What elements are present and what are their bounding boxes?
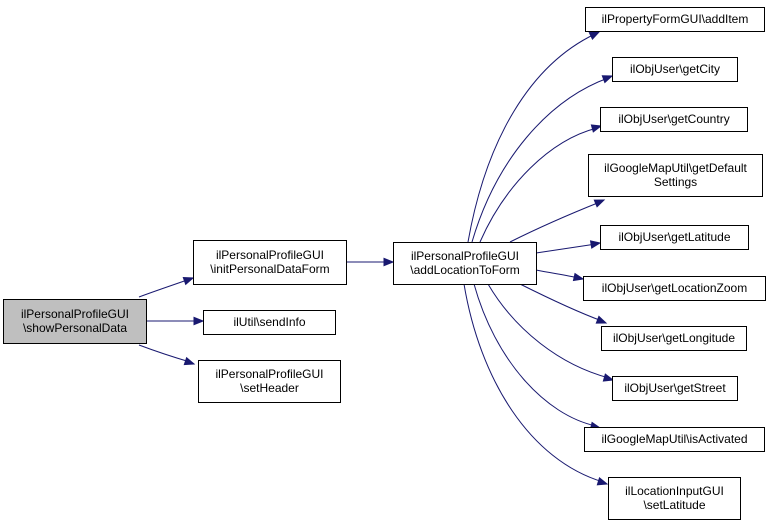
call-edges xyxy=(138,31,615,486)
edge-arrowhead xyxy=(596,477,609,486)
node-label: ilObjUser\getCity xyxy=(630,62,720,76)
edge-arrowhead xyxy=(602,373,615,382)
node-box xyxy=(608,477,741,520)
edge-addLoc-to-getLocZoom xyxy=(535,269,585,282)
edge-line xyxy=(467,33,596,243)
node-getLongitude[interactable]: ilObjUser\getLongitude xyxy=(601,326,747,351)
edge-addLoc-to-isActivated xyxy=(473,283,602,431)
node-initForm[interactable]: ilPersonalProfileGUI\initPersonalDataFor… xyxy=(193,240,347,285)
edge-addLoc-to-setLatitude xyxy=(463,283,609,486)
edge-addLoc-to-getDefault xyxy=(509,199,606,243)
node-label: ilObjUser\getLatitude xyxy=(618,230,730,244)
edge-arrowhead xyxy=(183,356,196,366)
node-box xyxy=(198,360,341,403)
node-label: ilPersonalProfileGUI xyxy=(216,248,324,262)
node-box xyxy=(600,225,749,250)
edge-addLoc-to-getCity xyxy=(471,75,614,243)
edge-root-to-setHeader xyxy=(138,344,196,366)
node-box xyxy=(600,107,748,132)
node-root[interactable]: ilPersonalProfileGUI\showPersonalData xyxy=(3,299,147,344)
edge-arrowhead xyxy=(589,240,602,249)
node-label: ilPersonalProfileGUI xyxy=(21,307,129,321)
edge-arrowhead xyxy=(593,199,606,208)
edge-addLoc-to-getCountry xyxy=(479,124,603,243)
call-nodes: ilPersonalProfileGUI\showPersonalDatailP… xyxy=(3,7,766,520)
node-box xyxy=(588,154,763,197)
edge-root-to-sendInfo xyxy=(146,316,205,326)
node-box xyxy=(585,7,765,32)
edge-root-to-initForm xyxy=(138,277,195,298)
node-box xyxy=(584,427,765,452)
edge-line xyxy=(471,77,609,243)
edge-line xyxy=(509,201,601,243)
node-label: ilPersonalProfileGUI xyxy=(215,367,323,381)
node-getLatitude[interactable]: ilObjUser\getLatitude xyxy=(600,225,749,250)
edge-arrowhead xyxy=(193,316,205,326)
node-getStreet[interactable]: ilObjUser\getStreet xyxy=(612,376,738,401)
node-label: \setHeader xyxy=(240,381,299,395)
node-box xyxy=(612,376,738,401)
edge-arrowhead xyxy=(595,315,608,324)
edge-line xyxy=(479,127,598,243)
node-isActivated[interactable]: ilGoogleMapUtil\isActivated xyxy=(584,427,765,452)
edge-arrowhead xyxy=(590,124,603,133)
node-label: ilGoogleMapUtil\getDefault xyxy=(604,161,747,175)
edge-initForm-to-addLoc xyxy=(346,257,395,267)
edge-arrowhead xyxy=(182,277,195,286)
node-box xyxy=(203,310,336,335)
node-label: ilObjUser\getCountry xyxy=(618,112,729,126)
node-getCountry[interactable]: ilObjUser\getCountry xyxy=(600,107,748,132)
edge-line xyxy=(535,243,597,254)
node-box xyxy=(612,57,738,82)
node-label: \showPersonalData xyxy=(23,321,127,335)
node-setLatitude[interactable]: ilLocationInputGUI\setLatitude xyxy=(608,477,741,520)
edge-addLoc-to-getLatitude xyxy=(535,240,602,254)
node-box xyxy=(193,240,347,285)
node-label: Settings xyxy=(654,175,697,189)
node-sendInfo[interactable]: ilUtil\sendInfo xyxy=(203,310,336,335)
node-box xyxy=(3,299,147,344)
node-label: ilObjUser\getLocationZoom xyxy=(602,281,747,295)
edge-line xyxy=(463,283,604,483)
node-label: ilPersonalProfileGUI xyxy=(411,249,519,263)
edge-addLoc-to-addItem xyxy=(467,31,601,243)
node-label: ilObjUser\getStreet xyxy=(624,381,726,395)
edge-line xyxy=(519,283,603,322)
edge-arrowhead xyxy=(383,257,395,267)
edge-arrowhead xyxy=(601,75,614,84)
edge-line xyxy=(487,283,610,379)
node-label: ilGoogleMapUtil\isActivated xyxy=(601,432,747,446)
node-setHeader[interactable]: ilPersonalProfileGUI\setHeader xyxy=(198,360,341,403)
node-label: ilObjUser\getLongitude xyxy=(613,331,735,345)
node-label: ilPropertyFormGUI\addItem xyxy=(602,12,749,26)
edge-line xyxy=(473,283,597,427)
node-label: \setLatitude xyxy=(643,498,705,512)
node-addLoc[interactable]: ilPersonalProfileGUI\addLocationToForm xyxy=(393,242,537,285)
edge-arrowhead xyxy=(588,31,601,41)
edge-line xyxy=(535,269,580,279)
node-label: \addLocationToForm xyxy=(410,263,519,277)
edge-addLoc-to-getStreet xyxy=(487,283,615,382)
node-label: ilUtil\sendInfo xyxy=(233,315,305,329)
node-getCity[interactable]: ilObjUser\getCity xyxy=(612,57,738,82)
edge-arrowhead xyxy=(572,272,585,282)
node-label: ilLocationInputGUI xyxy=(625,484,724,498)
node-addItem[interactable]: ilPropertyFormGUI\addItem xyxy=(585,7,765,32)
node-getLocZoom[interactable]: ilObjUser\getLocationZoom xyxy=(583,276,766,301)
node-box xyxy=(583,276,766,301)
node-box xyxy=(601,326,747,351)
node-box xyxy=(393,242,537,285)
edge-addLoc-to-getLongitude xyxy=(519,283,608,324)
node-label: \initPersonalDataForm xyxy=(210,262,329,276)
edge-line xyxy=(138,344,191,363)
edge-line xyxy=(138,278,191,298)
